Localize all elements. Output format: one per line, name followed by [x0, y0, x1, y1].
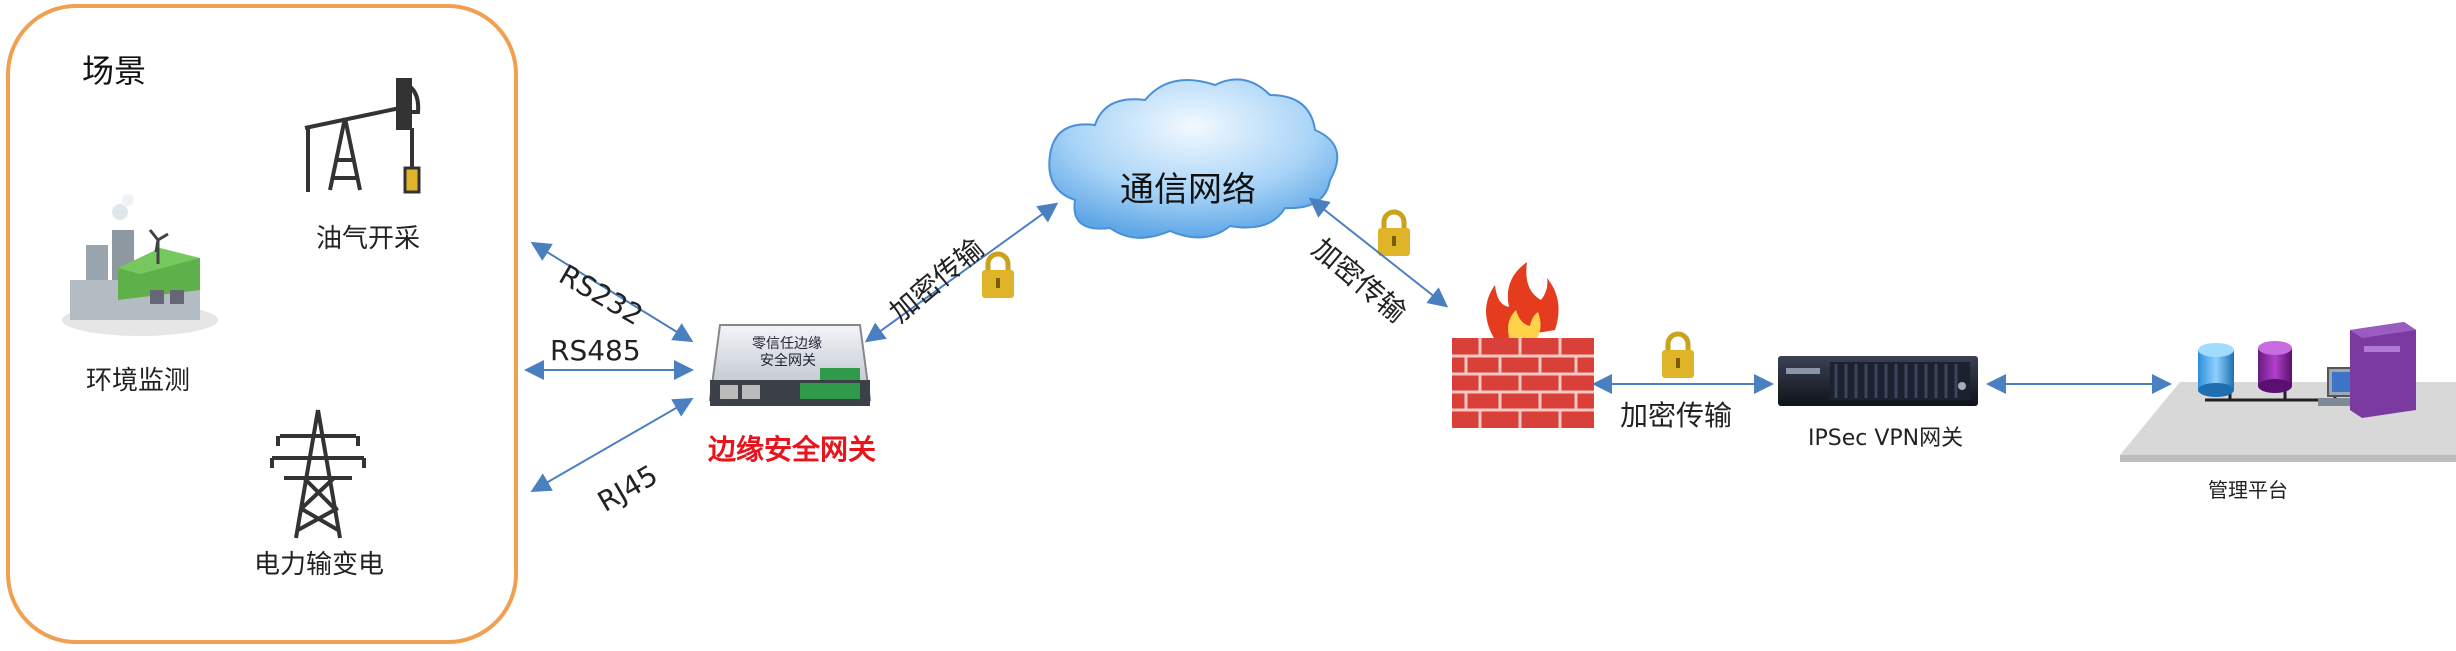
encrypted-label-3: 加密传输 [1620, 399, 1733, 432]
arrow-gateway-cloud [864, 202, 1059, 343]
management-platform-icon [2120, 322, 2456, 462]
arrow-rj45 [530, 398, 694, 492]
scene-item-power: 电力输变电 [254, 550, 385, 580]
power-tower-icon [270, 409, 366, 539]
arrow-cloud-firewall [1308, 197, 1449, 308]
scene-container [6, 4, 518, 644]
lock-icon [1378, 209, 1410, 256]
gateway-device-text-2: 安全网关 [760, 353, 816, 369]
vpn-gateway-device-icon [1778, 356, 1978, 406]
scene-item-env: 环境监测 [86, 366, 191, 396]
lock-icon [982, 251, 1014, 298]
pump-jack-icon [304, 78, 421, 194]
gateway-label: 边缘安全网关 [708, 433, 877, 466]
network-label: 通信网络 [1120, 170, 1256, 210]
scene-item-oil: 油气开采 [316, 224, 421, 254]
link-label-rs485: RS485 [550, 334, 641, 367]
lock-icon [1662, 331, 1694, 378]
edge-gateway-device-icon [708, 324, 872, 406]
factory-icon [62, 194, 218, 336]
platform-label: 管理平台 [2208, 478, 2288, 502]
firewall-icon [1452, 262, 1594, 428]
arrow-rs232 [530, 241, 694, 343]
cloud-icon [1048, 78, 1339, 239]
scene-title: 场景 [82, 52, 147, 90]
vpn-label: IPSec VPN网关 [1808, 426, 1964, 451]
gateway-device-text-1: 零信任边缘 [752, 336, 822, 352]
